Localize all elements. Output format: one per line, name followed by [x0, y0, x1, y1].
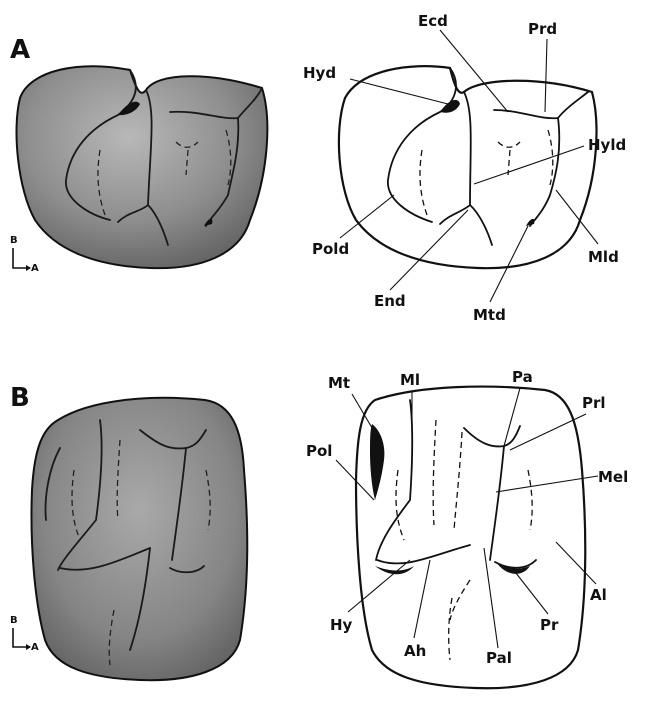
- orientation-label-horizontal-a: A: [31, 263, 39, 274]
- label-mld: Mld: [588, 248, 619, 266]
- label-prl: Prl: [582, 394, 606, 412]
- orientation-label-horizontal-b: A: [31, 642, 39, 653]
- label-pal: Pal: [486, 649, 512, 667]
- label-hyld: Hyld: [588, 136, 626, 154]
- label-mel: Mel: [598, 468, 628, 486]
- molar-photo-a: [16, 66, 267, 268]
- label-pol: Pol: [306, 442, 332, 460]
- label-pr: Pr: [540, 616, 559, 634]
- molar-drawing-b: [356, 387, 585, 689]
- molar-drawing-b-outline: [356, 387, 585, 689]
- molar-photo-a-outline: [16, 66, 267, 268]
- molar-photo-b-outline: [32, 398, 248, 680]
- orientation-axes-b: [13, 628, 30, 647]
- label-hyd: Hyd: [303, 64, 336, 82]
- label-ah: Ah: [404, 642, 426, 660]
- molar-drawing-a-outline: [339, 66, 597, 268]
- label-mt: Mt: [328, 374, 350, 392]
- orientation-axes-a: [13, 248, 30, 268]
- panel-letter-b: B: [10, 383, 30, 413]
- label-end: End: [374, 292, 406, 310]
- label-mtd: Mtd: [473, 306, 506, 324]
- panel-a: A B A: [10, 12, 626, 324]
- label-ecd: Ecd: [418, 12, 448, 30]
- orientation-indicator-b: B A: [10, 615, 39, 653]
- orientation-indicator-a: B A: [10, 235, 39, 274]
- label-prd: Prd: [528, 20, 557, 38]
- label-pa: Pa: [512, 368, 533, 386]
- label-pold: Pold: [312, 240, 349, 258]
- panel-b: B B A: [10, 368, 628, 688]
- label-hy: Hy: [330, 616, 353, 634]
- orientation-label-vertical-b: B: [10, 615, 18, 626]
- label-al: Al: [590, 586, 607, 604]
- molar-drawing-a: [339, 66, 597, 268]
- panel-letter-a: A: [10, 35, 30, 65]
- label-ml: Ml: [400, 371, 420, 389]
- molar-photo-b: [32, 398, 248, 680]
- orientation-label-vertical-a: B: [10, 235, 18, 246]
